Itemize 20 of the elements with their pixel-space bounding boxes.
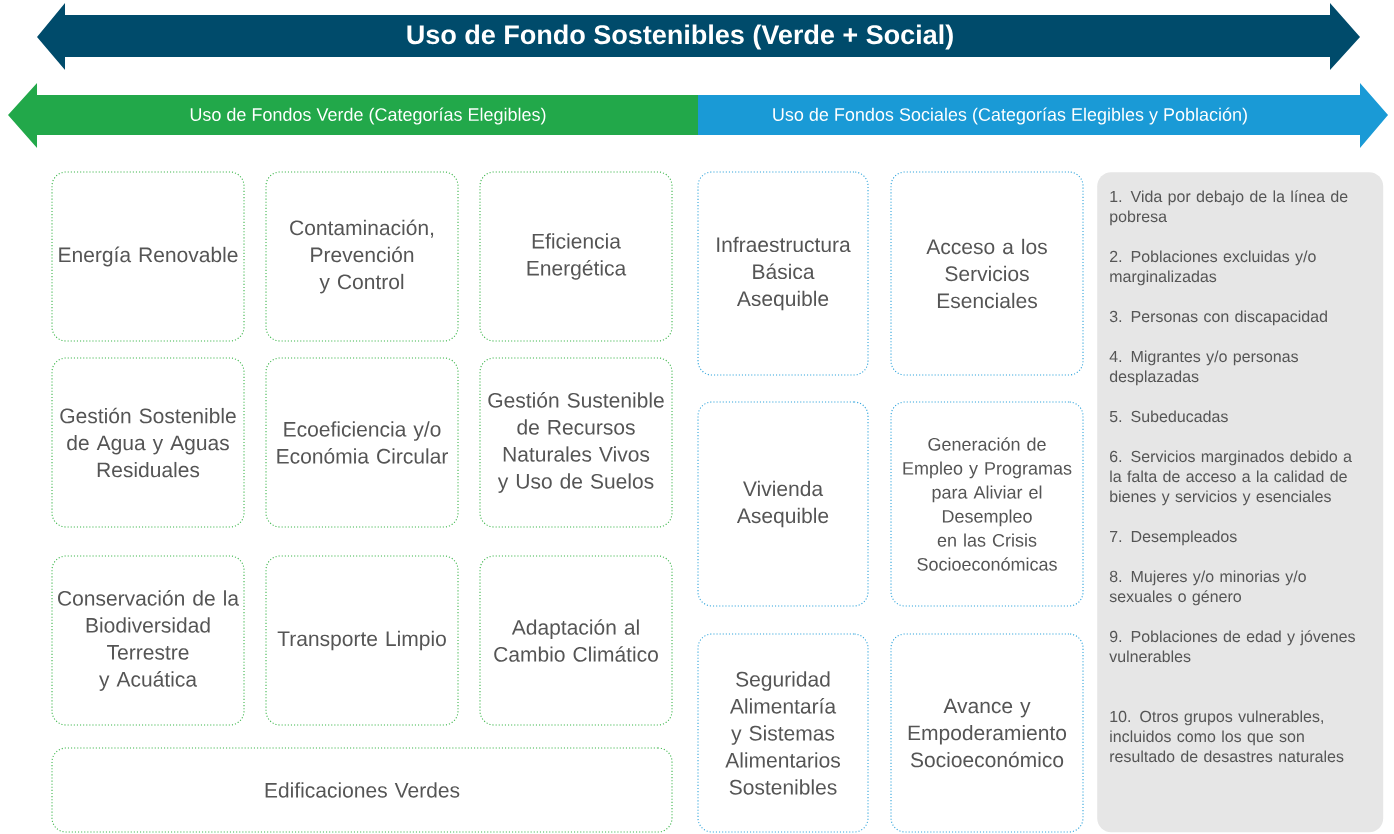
category-box: Adaptación al Cambio Climático: [479, 555, 673, 726]
category-box: Eficiencia Energética: [479, 171, 673, 342]
population-list-panel: 1. Vida por debajo de la línea de pobresa 2. Poblaciones excluidas y/o marginalizadas 3. Personas con discapacidad 4. Migrantes y/o personas desplazadas 5. Subeducadas 6. Servicios marginados debido a la falta de acceso a la calidad de bienes y servicios y esenciales 7. Desempleados 8. Mujeres y/o minorias y/o sexuales o género 9. Poblaciones de edad y jóvenes vulnerables 10. Otros grupos vulnerables, incluidos como los que son resultado de desastres naturales: [1097, 172, 1384, 833]
category-box: Avance y Empoderamiento Socioeconómico: [890, 633, 1084, 833]
category-box: Vivienda Asequible: [697, 401, 869, 607]
category-box: Conservación de la Biodiversidad Terrestre y Acuática: [51, 555, 245, 726]
category-box: Seguridad Alimentaría y Sistemas Alimentarios Sostenibles: [697, 633, 869, 833]
arrow-banner: Uso de Fondo Sostenibles (Verde + Social): [37, 3, 1360, 70]
category-box: Edificaciones Verdes: [51, 747, 673, 833]
category-box: Generación de Empleo y Programas para Aliviar el Desempleo en las Crisis Socioeconómicas: [890, 401, 1084, 607]
category-box: Energía Renovable: [51, 171, 245, 342]
category-box: Contaminación, Prevención y Control: [265, 171, 459, 342]
category-box: Gestión Sustenible de Recursos Naturales Vivos y Uso de Suelos: [479, 357, 673, 528]
arrow-banner: Uso de Fondos Sociales (Categorías Elegibles y Población): [698, 83, 1388, 148]
category-box: Infraestructura Básica Asequible: [697, 171, 869, 376]
category-box: Gestión Sostenible de Agua y Aguas Residuales: [51, 357, 245, 528]
category-box: Ecoeficiencia y/o Económia Circular: [265, 357, 459, 528]
arrow-banner: Uso de Fondos Verde (Categorías Elegibles): [8, 83, 698, 148]
category-box: Transporte Limpio: [265, 555, 459, 726]
category-box: Acceso a los Servicios Esenciales: [890, 171, 1084, 376]
